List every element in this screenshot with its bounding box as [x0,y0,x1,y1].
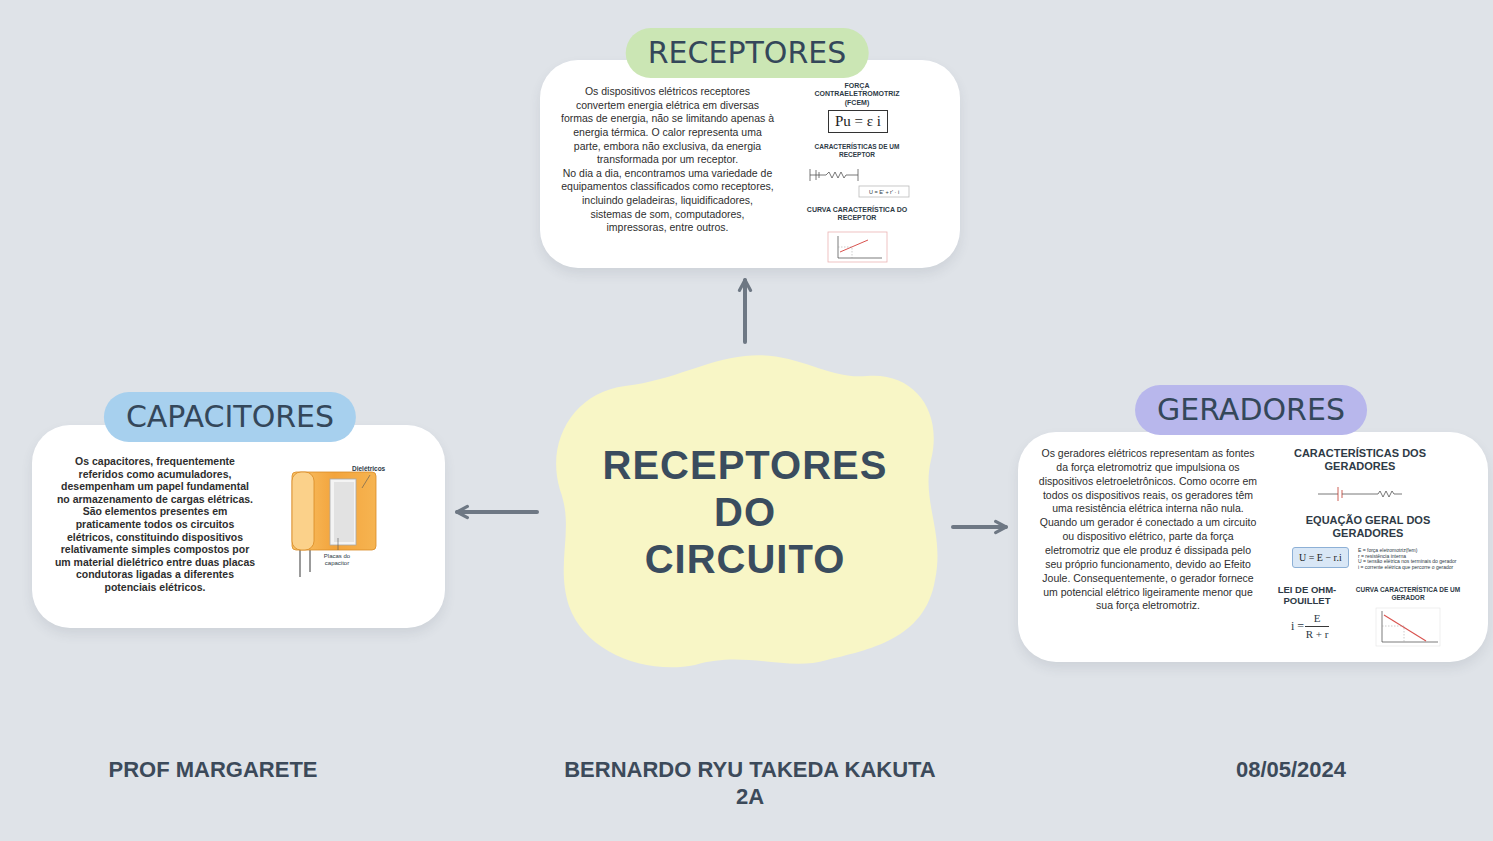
equation-text: U = E' + r' · i [860,189,908,196]
section-caption: LEI DE OHM-POUILLET [1265,584,1349,607]
central-topic-blob: RECEPTORES DO CIRCUITO [545,350,945,675]
topic-panel: CAPACITORESOs capacitores, frequentement… [32,425,445,628]
formula-text: Pu = ε i [835,113,881,130]
body-column: Os dispositivos elétricos receptores con… [560,85,775,235]
symbol-note: U = tensão elétrica nos terminais do ger… [1358,559,1457,564]
section-caption: CURVA CARACTERÍSTICA DO RECEPTOR [792,206,922,223]
central-topic-text: RECEPTORES DO CIRCUITO [595,442,895,583]
body-text: No dia a dia, encontramos uma variedade … [560,167,775,235]
footer-text: BERNARDO RYU TAKEDA KAKUTA [490,757,1010,783]
arrow-connector [953,525,1006,529]
formula-text: U = E − r.i [1299,552,1342,563]
body-text: Os geradores elétricos representam as fo… [1038,447,1258,613]
body-text: Os dispositivos elétricos receptores con… [560,85,775,167]
part-label: Dielétricos [352,465,385,473]
blob-fill [556,355,937,667]
blob-text-holder: RECEPTORES DO CIRCUITO [545,350,945,675]
arrow-connector [743,280,747,342]
body-column: Os geradores elétricos representam as fo… [1038,447,1258,613]
heading-pill: RECEPTORES [626,28,869,78]
heading-pill: GERADORES [1135,385,1367,435]
topic-panel: GERADORESOs geradores elétricos represen… [1018,432,1488,662]
body-column: Os capacitores, frequentemente referidos… [54,455,256,594]
footer-text: 2A [700,784,800,810]
heading-pill: CAPACITORES [104,392,356,442]
symbol-note: i = corrente elétrica que percorre o ger… [1358,565,1453,570]
section-caption: EQUAÇÃO GERAL DOS GERADORES [1288,514,1448,540]
equation-text: E [1307,612,1327,625]
section-caption: CURVA CARACTERÍSTICA DE UM GERADOR [1353,586,1463,602]
symbol-note: E = força eletromotriz(fem) [1358,548,1417,553]
section-caption: CARACTERÍSTICAS DE UM RECEPTOR [810,143,905,159]
body-text: Os capacitores, frequentemente referidos… [54,455,256,594]
part-label: Placas do capacitor [316,553,358,567]
symbol-note: r = resistência interna [1358,554,1406,559]
equation-text: i = [1291,619,1304,633]
section-caption: FORÇA CONTRAELETROMOTRIZ (FCEM) [805,82,910,107]
footer-text: PROF MARGARETE [53,757,373,783]
equation-text: R + r [1300,628,1334,641]
formula-box: U = E − r.i [1292,547,1349,568]
arrow-connector [457,510,537,514]
formula-box: Pu = ε i [828,110,888,133]
section-caption: CARACTERÍSTICAS DOS GERADORES [1270,447,1450,473]
footer-text: 08/05/2024 [1181,757,1401,783]
